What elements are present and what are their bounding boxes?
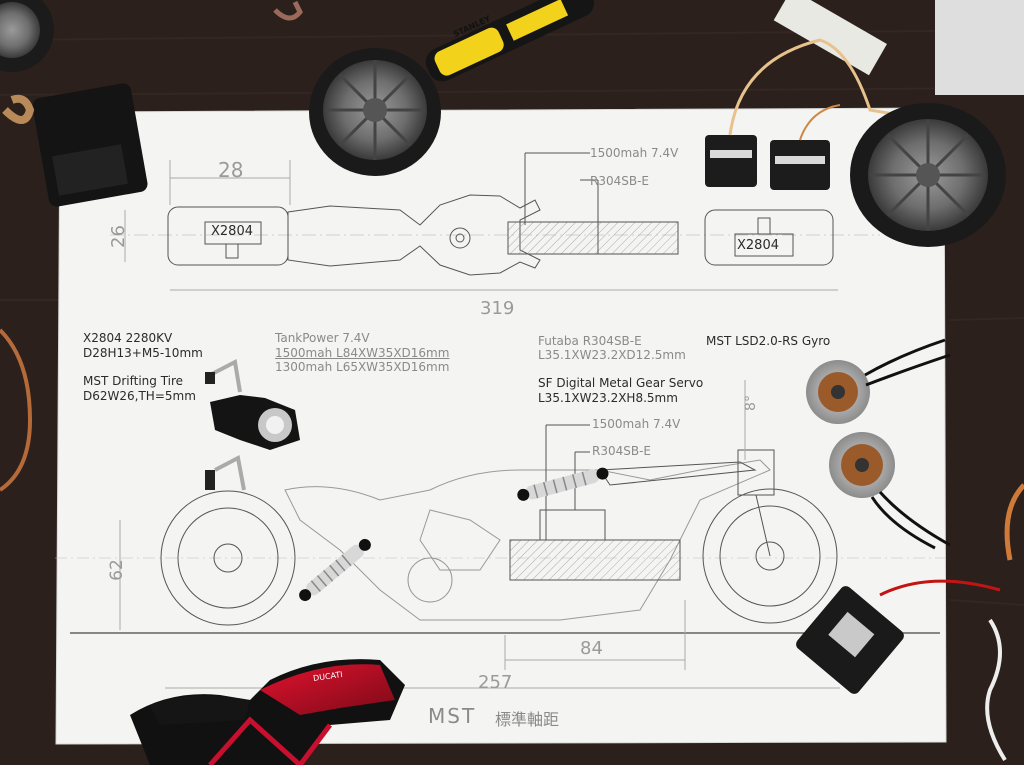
wheel-top xyxy=(309,48,441,176)
esc-controller xyxy=(796,586,904,694)
packaging-top-right xyxy=(935,0,1024,95)
spec-motor-line1: X2804 2280KV xyxy=(83,331,173,345)
top-view-drawing xyxy=(110,152,880,291)
battery-label-top: 1500mah 7.4V xyxy=(590,146,679,160)
screwdriver xyxy=(425,0,595,82)
motor-label-left: X2804 xyxy=(211,224,253,239)
shock-absorber-2 xyxy=(517,467,609,501)
brushless-motor-2 xyxy=(829,432,951,550)
footer-title-latin: MST xyxy=(428,704,477,728)
brushless-motor-1 xyxy=(806,338,951,424)
spec-gyro: MST LSD2.0-RS Gyro xyxy=(706,334,831,348)
electronics-cluster-left xyxy=(2,83,148,207)
spec-servo-line1: SF Digital Metal Gear Servo xyxy=(538,376,704,390)
white-component-strip xyxy=(773,0,887,76)
servo-label-top: R304SB-E xyxy=(590,174,650,188)
front-wheel-drawing xyxy=(160,490,296,626)
dim-angle: 8° xyxy=(742,395,759,411)
headlight-part xyxy=(205,358,300,491)
spec-futaba-line1: Futaba R304SB-E xyxy=(538,334,642,348)
side-servo-label: R304SB-E xyxy=(592,444,652,458)
footer-title-cjk: 標準軸距 xyxy=(495,710,560,729)
side-battery-label: 1500mah 7.4V xyxy=(592,417,681,431)
dim-width-28: 28 xyxy=(218,158,244,182)
spec-battery-line1: TankPower 7.4V xyxy=(275,331,370,345)
spec-tire-line2: D62W26,TH=5mm xyxy=(83,389,196,403)
blueprint-paper xyxy=(56,108,946,744)
servos xyxy=(705,38,901,190)
ducati-model-bike xyxy=(130,659,405,765)
dim-wheel-height-62: 62 xyxy=(106,559,127,581)
rear-wheel-drawing xyxy=(702,488,838,624)
spec-futaba-line2: L35.1XW23.2XD12.5mm xyxy=(538,348,686,362)
motor-label-right: X2804 xyxy=(737,238,779,253)
spec-tire-line1: MST Drifting Tire xyxy=(83,374,184,388)
dim-length-319: 319 xyxy=(480,298,515,319)
shock-absorber-1 xyxy=(299,538,371,602)
spec-motor-line2: D28H13+M5-10mm xyxy=(83,346,203,360)
dim-wheelbase-84: 84 xyxy=(580,638,603,659)
wheel-right xyxy=(850,103,1006,247)
spec-battery-line2: 1500mah L84XW35XD16mm xyxy=(275,346,450,360)
partial-wheel-top-left xyxy=(0,0,54,72)
dim-total-257: 257 xyxy=(478,672,513,693)
spec-servo-line2: L35.1XW23.2XH8.5mm xyxy=(538,391,678,405)
spec-battery-line3: 1300mah L65XW35XD16mm xyxy=(275,360,450,374)
dim-height-26: 26 xyxy=(107,225,129,248)
